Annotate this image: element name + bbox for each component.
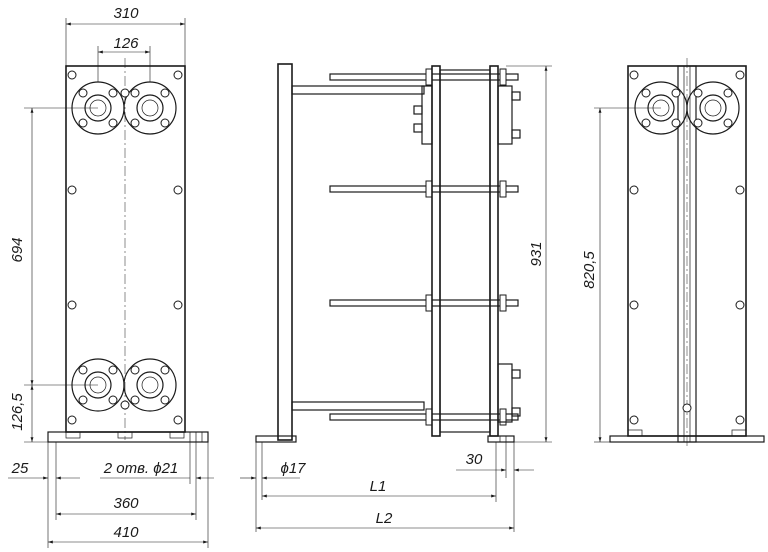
- rear-dimensions: [594, 107, 661, 443]
- dim-126: 126: [113, 35, 139, 52]
- dim-25: 25: [11, 460, 29, 477]
- dim-L2: L2: [376, 510, 393, 527]
- dim-410: 410: [113, 524, 139, 541]
- dim-126-5: 126,5: [9, 393, 26, 431]
- dim-694: 694: [9, 237, 26, 262]
- dim-30: 30: [466, 451, 483, 468]
- dim-holes: 2 отв. ϕ21: [103, 460, 179, 477]
- side-dimensions: [240, 65, 552, 532]
- rear-flange-right: [686, 81, 740, 135]
- dim-820-5: 820,5: [581, 251, 598, 289]
- front-dimensions: [8, 18, 214, 548]
- side-view: [255, 63, 521, 443]
- dim-931: 931: [528, 241, 545, 266]
- dim-360: 360: [113, 495, 139, 512]
- dim-310: 310: [113, 5, 139, 22]
- flange-bottom-right: [123, 358, 177, 412]
- flange-top-right: [123, 81, 177, 135]
- dim-L1: L1: [370, 478, 387, 495]
- rear-view: [609, 58, 765, 446]
- dim-phi17: ϕ17: [280, 460, 306, 477]
- front-view: [47, 58, 209, 443]
